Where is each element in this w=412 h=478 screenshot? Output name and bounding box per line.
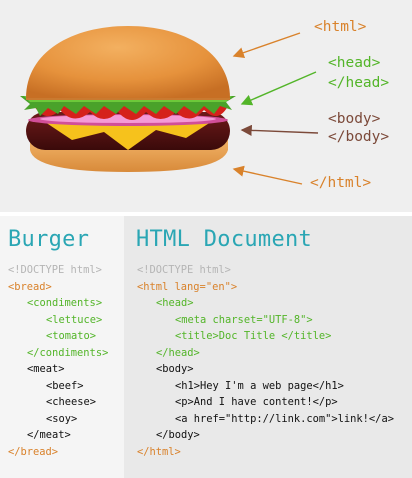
code-line: <bread> [8,280,52,293]
burger-title: Burger [8,227,90,252]
label-html-close: </html> [310,175,372,191]
burger-illustration [20,26,319,185]
html-code-panel [124,216,412,478]
code-line: </html> [137,445,181,458]
code-line: <tomato> [46,330,97,342]
label-html-open: <html> [314,19,367,35]
burger-code-panel [0,216,124,478]
code-line: <html lang="en"> [137,280,238,293]
code-line: <meta charset="UTF-8"> [175,313,313,326]
code-line: <title>Doc Title </title> [175,330,332,342]
code-line: <beef> [46,379,84,392]
label-head-open: <head> [328,55,381,71]
section-divider [0,212,412,216]
code-line: <body> [156,363,194,375]
code-line: </meat> [27,429,71,441]
cheese-slice [42,120,214,150]
code-line: </head> [156,346,200,359]
code-line: </body> [156,429,200,441]
code-line: <!DOCTYPE html> [8,264,102,276]
code-line: <head> [156,297,194,309]
top-bun [26,26,230,100]
html-document-title: HTML Document [136,227,313,252]
code-line: <!DOCTYPE html> [137,264,231,276]
arrow-head [240,71,317,106]
code-line: <soy> [46,412,78,425]
arrow-html-close [232,165,303,185]
code-line: </condiments> [27,346,109,359]
code-line: <h1>Hey I'm a web page</h1> [175,379,344,392]
code-line: <p>And I have content!</p> [175,396,338,408]
code-line: <condiments> [27,297,103,309]
code-line: <lettuce> [46,313,103,326]
label-body-open: <body> [328,111,381,127]
code-line: <a href="http://link.com">link!</a> [175,412,394,425]
label-body-close: </body> [328,129,390,145]
burger-illustration-panel: <html> <head> </head> <body> </body> </h… [0,0,412,212]
label-head-close: </head> [328,75,390,91]
code-line: </bread> [8,445,59,458]
arrow-html-open [232,32,301,59]
code-line: <cheese> [46,396,97,408]
arrow-body [240,124,319,136]
code-line: <meat> [27,363,65,375]
